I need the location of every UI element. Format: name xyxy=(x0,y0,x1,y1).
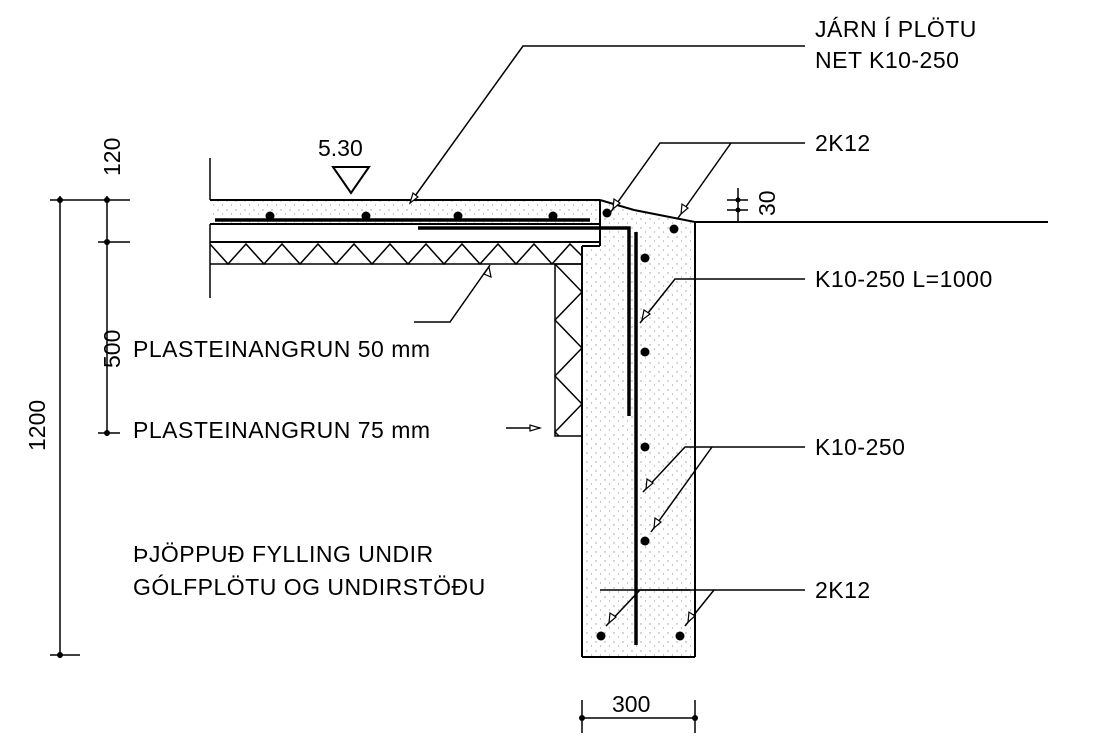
dimension-lines xyxy=(50,188,748,733)
label-bottom-bars: 2K12 xyxy=(815,577,871,603)
elevation-marker: 5.30 xyxy=(318,135,371,195)
label-wall-insulation: PLASTEINANGRUN 75 mm xyxy=(133,417,431,443)
reinforcement xyxy=(215,208,690,645)
elevation-label: 5.30 xyxy=(318,135,363,161)
label-fill-1: ÞJÖPPUÐ FYLLING UNDIR xyxy=(133,541,434,567)
dimension-texts: 120 500 1200 30 300 xyxy=(24,138,780,717)
label-slab-rebar-2: NET K10-250 xyxy=(815,47,959,73)
wall-insulation-75mm xyxy=(553,263,584,437)
label-fill-2: GÓLFPLÖTU OG UNDIRSTÖÐU xyxy=(133,574,486,600)
rebar-dot xyxy=(640,536,650,546)
label-wall-bars: K10-250 xyxy=(815,434,905,460)
rebar-dot xyxy=(669,224,679,234)
wall-concrete xyxy=(582,200,695,657)
dim-step: 30 xyxy=(754,190,780,216)
rebar-dot xyxy=(602,208,612,218)
label-slab-insulation: PLASTEINANGRUN 50 mm xyxy=(133,336,431,362)
rebar-dot xyxy=(596,631,606,641)
slab-insulation-50mm xyxy=(209,242,583,266)
dim-total-depth: 1200 xyxy=(24,400,50,451)
rebar-dot xyxy=(453,211,463,221)
rebar-dot xyxy=(640,347,650,357)
label-slab-rebar-1: JÁRN Í PLÖTU xyxy=(815,16,977,42)
leader-lines xyxy=(408,45,805,627)
rebar-dot xyxy=(675,631,685,641)
dowel-bar xyxy=(418,226,631,416)
rebar-dot xyxy=(265,211,275,221)
labels: JÁRN Í PLÖTU NET K10-250 2K12 K10-250 L=… xyxy=(133,16,993,603)
slab-outline xyxy=(209,158,600,298)
rebar-dot xyxy=(640,442,650,452)
dim-slab-thickness: 120 xyxy=(99,138,125,176)
rebar-dot xyxy=(361,211,371,221)
rebar-dot xyxy=(548,211,558,221)
dim-wall-width: 300 xyxy=(612,691,650,717)
label-top-bars: 2K12 xyxy=(815,130,871,156)
rebar-dot xyxy=(640,253,650,263)
dim-insulation-depth: 500 xyxy=(99,330,125,368)
label-dowel-bars: K10-250 L=1000 xyxy=(815,266,993,292)
